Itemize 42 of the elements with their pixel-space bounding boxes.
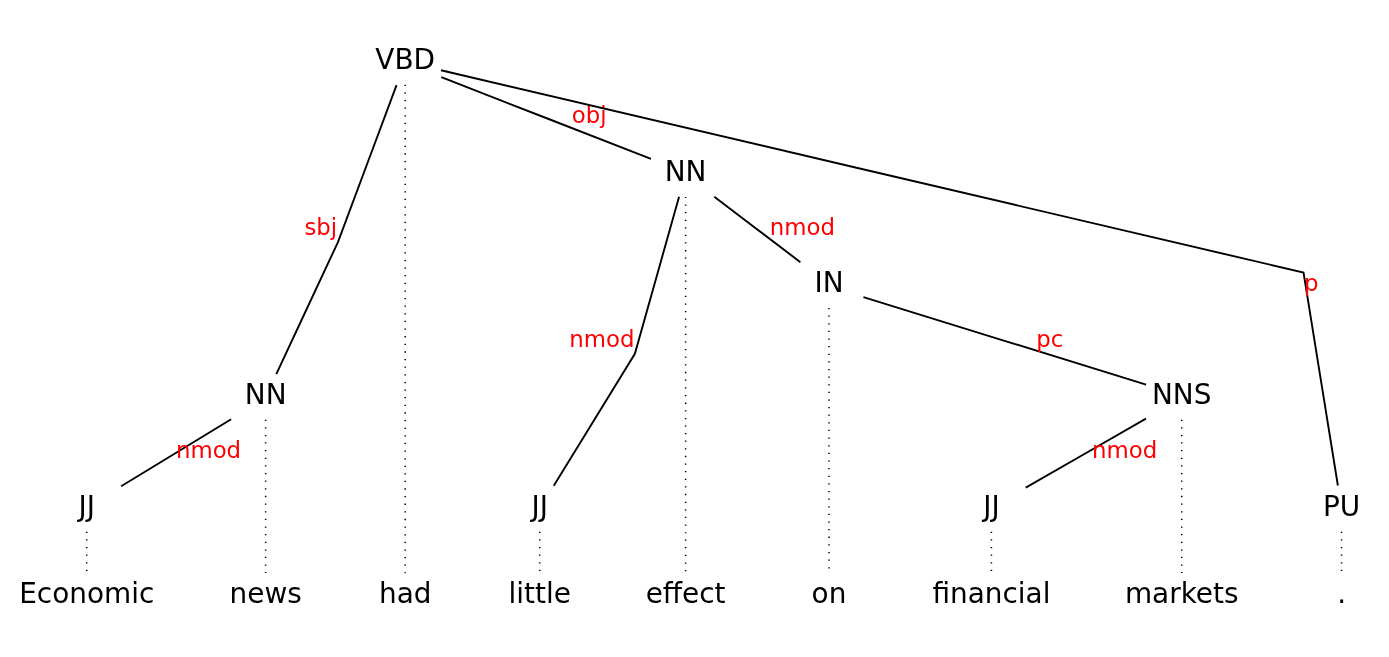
node-text: Economic — [19, 576, 155, 610]
node-text: JJ — [78, 489, 95, 523]
node-text: NNS — [1151, 377, 1212, 411]
node-text: JJ — [531, 489, 548, 523]
connector — [1180, 418, 1183, 574]
connector — [120, 417, 233, 487]
connector — [552, 195, 681, 487]
node-text: effect — [645, 576, 726, 610]
edge-label: nmod — [1092, 436, 1158, 463]
connector — [275, 83, 398, 375]
node-text: NN — [244, 377, 287, 411]
connector — [85, 530, 88, 573]
connector — [713, 195, 802, 263]
connector — [862, 295, 1147, 386]
connector — [538, 530, 541, 573]
edge-label: p — [1303, 269, 1319, 296]
connector — [1024, 417, 1147, 489]
node-text: news — [229, 576, 302, 610]
edge-label: pc — [1036, 325, 1064, 352]
connector — [264, 418, 267, 574]
node-text: NN — [664, 154, 707, 188]
node-text: JJ — [983, 489, 1000, 523]
edge-label: nmod — [175, 436, 242, 463]
edge-label: nmod — [569, 325, 635, 352]
connector — [440, 68, 1339, 486]
node-text: on — [811, 576, 847, 610]
connector — [440, 75, 652, 160]
edge-label: nmod — [769, 213, 835, 240]
connector — [990, 530, 993, 573]
connector — [1340, 530, 1343, 573]
node-text: little — [508, 576, 571, 610]
node-text: . — [1337, 576, 1347, 610]
node-text: PU — [1322, 489, 1361, 523]
connector — [404, 83, 406, 574]
edge-label: sbj — [304, 213, 338, 240]
node-text: financial — [932, 576, 1051, 610]
edge-label: obj — [571, 101, 607, 128]
node-text: VBD — [375, 42, 436, 76]
node-text: had — [378, 576, 432, 610]
node-text: markets — [1124, 576, 1239, 610]
connector — [684, 195, 687, 574]
node-text: IN — [814, 265, 844, 299]
